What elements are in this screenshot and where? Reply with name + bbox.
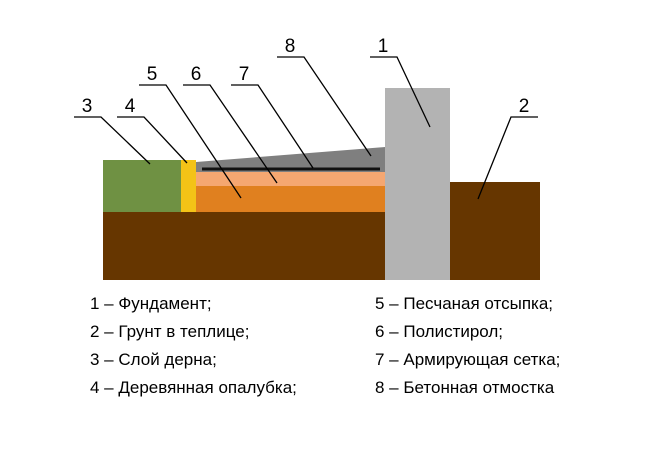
callout-label-1: 1 [378,36,389,57]
callout-label-5: 5 [147,64,158,85]
shape-polystyrene [196,172,385,186]
legend-item-7: 7 – Армирующая сетка; [375,350,561,369]
callout-line-2 [477,116,538,200]
callout-line-4 [117,116,188,164]
callout-line-5 [139,84,242,199]
shape-turf-layer [103,160,181,212]
shape-soil-left [103,212,385,280]
shape-wooden-formwork [181,160,196,212]
legend-item-3: 3 – Слой дерна; [90,350,217,369]
callout-line-6 [183,84,278,184]
callout-label-3: 3 [82,96,93,117]
legend-column-right: 5 – Песчаная отсыпка; 6 – Полистирол; 7 … [375,290,560,402]
callout-label-2: 2 [519,96,530,117]
callout-label-6: 6 [191,64,202,85]
callout-line-7 [231,84,314,169]
callout-line-3 [74,116,151,165]
legend-column-left: 1 – Фундамент; 2 – Грунт в теплице; 3 – … [90,290,297,402]
callout-line-1 [370,56,431,128]
legend-item-5: 5 – Песчаная отсыпка; [375,294,554,313]
legend-item-4: 4 – Деревянная опалубка; [90,378,297,397]
callout-lines [74,56,538,200]
shape-foundation [385,88,450,280]
shape-concrete-blind-area [196,147,385,172]
legend-item-6: 6 – Полистирол; [375,322,504,341]
callout-label-7: 7 [239,64,250,85]
legend-item-1: 1 – Фундамент; [90,294,212,313]
callout-label-4: 4 [125,96,136,117]
legend-item-8: 8 – Бетонная отмостка [375,378,555,397]
callout-line-8 [277,56,372,157]
legend-item-2: 2 – Грунт в теплице; [90,322,250,341]
shape-sand-backfill [196,186,385,212]
callout-label-8: 8 [285,36,296,57]
callout-numbers: 1 2 3 4 5 6 7 8 [82,36,530,117]
shape-soil-greenhouse [450,182,540,280]
